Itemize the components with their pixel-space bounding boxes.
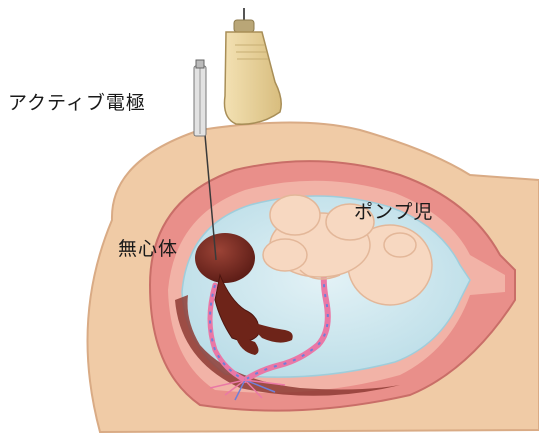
acardiac-twin-label: 無心体	[118, 234, 178, 261]
ultrasound-probe-icon	[224, 8, 281, 124]
active-electrode-label: アクティブ電極	[8, 88, 146, 115]
pump-twin-label: ポンプ児	[354, 197, 433, 224]
